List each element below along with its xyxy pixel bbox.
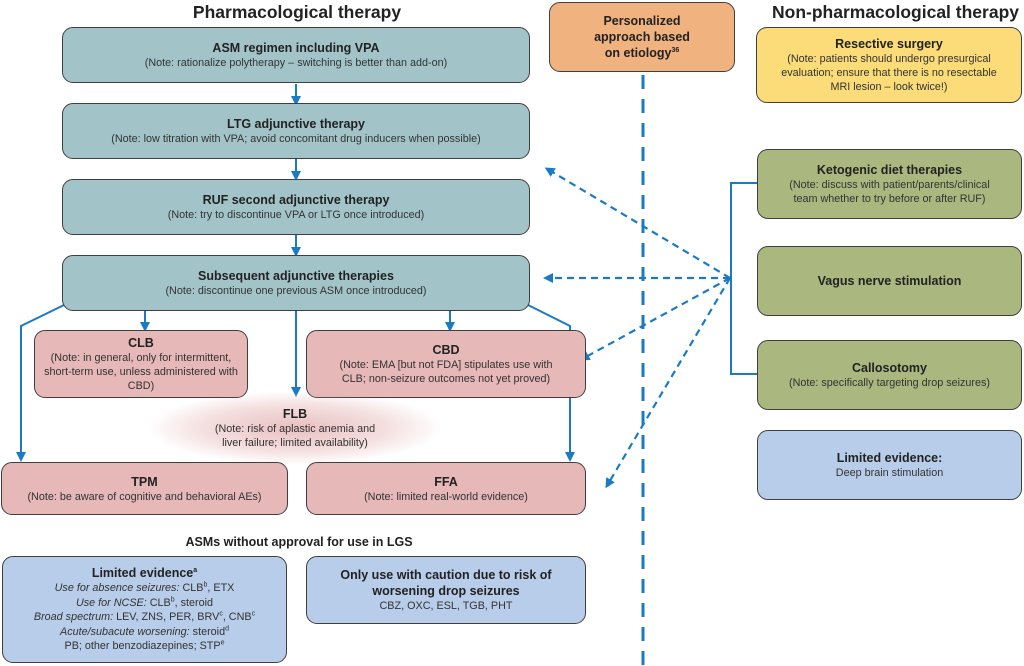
ketogenic-title: Ketogenic diet therapies: [816, 163, 963, 177]
cbd-note-line-2: CLB; non-seizure outcomes not yet proved…: [341, 373, 551, 385]
absence-rest: , ETX: [207, 582, 235, 595]
dbs-title: Limited evidence:: [836, 451, 943, 465]
caution-box: Only use with caution due to risk of wor…: [306, 556, 586, 624]
absence-seizures-line: Use for absence seizures: CLBb, ETX: [55, 581, 235, 596]
broad-spectrum-cnb: , CNB: [222, 611, 252, 624]
personalized-line-1: Personalized: [603, 14, 681, 28]
vns-box: Vagus nerve stimulation: [757, 246, 1022, 316]
acute-worsening-text: steroid: [189, 625, 226, 638]
acute-worsening-label: Acute/subacute worsening:: [60, 625, 190, 638]
personalized-etiology-text: on etiology: [604, 46, 672, 60]
flb-box: FLB (Note: risk of aplastic anemia and l…: [150, 392, 440, 464]
footnote-c: c: [251, 610, 256, 618]
asm-regimen-box: ASM regimen including VPA (Note: rationa…: [62, 27, 530, 83]
clb-title: CLB: [128, 336, 154, 350]
pb-line: PB; other benzodiazepines; STPe: [65, 639, 225, 654]
flb-note-line-1: (Note: risk of aplastic anemia and: [214, 423, 376, 435]
clb-note-line-1: (Note: in general, only for intermittent…: [50, 352, 232, 364]
cbd-box: CBD (Note: EMA [but not FDA] stipulates …: [306, 330, 586, 398]
callosotomy-box: Callosotomy (Note: specifically targetin…: [757, 340, 1022, 410]
vns-title: Vagus nerve stimulation: [817, 274, 962, 288]
ncse-clb: CLB: [146, 596, 171, 609]
ffa-title: FFA: [434, 474, 458, 489]
caution-title-line-1: Only use with caution due to risk of: [340, 568, 552, 582]
acute-worsening-line: Acute/subacute worsening: steroidd: [60, 625, 229, 640]
personalized-line-2: approach based: [594, 30, 690, 44]
dashed-arrow-to-ltg: [544, 167, 731, 279]
subsequent-title: Subsequent adjunctive therapies: [198, 269, 394, 283]
resective-note-line-1: (Note: patients should undergo presurgic…: [787, 53, 991, 65]
footnote-c: c: [219, 610, 223, 618]
ltg-title: LTG adjunctive therapy: [227, 117, 365, 131]
heading-pharmacological: Pharmacological therapy: [192, 2, 402, 22]
limited-evidence-asm-box: Limited evidencea Use for absence seizur…: [2, 556, 287, 663]
resective-surgery-box: Resective surgery (Note: patients should…: [756, 27, 1022, 103]
ffa-box: FFA (Note: limited real-world evidence): [306, 462, 586, 515]
ncse-line: Use for NCSE: CLBb, steroid: [76, 596, 213, 611]
asm-regimen-title: ASM regimen including VPA: [212, 41, 380, 55]
asm-regimen-note: (Note: rationalize polytherapy – switchi…: [144, 57, 448, 69]
pb-text: PB; other benzodiazepines; STP: [64, 640, 221, 653]
dashed-arrow-to-cbd: [579, 277, 731, 361]
subsequent-therapies-box: Subsequent adjunctive therapies (Note: d…: [62, 255, 530, 311]
caution-drugs: CBZ, OXC, ESL, TGB, PHT: [379, 600, 513, 612]
caution-title-line-2: worsening drop seizures: [372, 584, 520, 598]
footnote-b: b: [203, 581, 208, 589]
nonpharm-bracket-line: [730, 182, 757, 375]
resective-note-line-3: MRI lesion – look twice!): [830, 81, 948, 93]
absence-label: Use for absence seizures:: [54, 582, 180, 595]
tpm-note: (Note: be aware of cognitive and behavio…: [27, 490, 262, 503]
reference-superscript: 36: [671, 46, 680, 54]
ltg-note: (Note: low titration with VPA; avoid con…: [111, 133, 481, 145]
resective-note-line-2: evaluation; ensure that there is no rese…: [781, 67, 997, 79]
limited-evidence-title-text: Limited evidence: [91, 566, 194, 581]
resective-title: Resective surgery: [835, 37, 943, 51]
personalized-line-3: on etiology36: [605, 45, 679, 61]
personalized-approach-box: Personalized approach based on etiology3…: [549, 2, 735, 72]
dashed-arrow-to-ffa: [605, 277, 731, 489]
ncse-label: Use for NCSE:: [75, 596, 147, 609]
footnote-a: a: [193, 567, 198, 575]
ncse-rest: , steroid: [174, 596, 214, 609]
heading-non-pharmacological: Non-pharmacological therapy: [772, 2, 1019, 22]
ruf-title: RUF second adjunctive therapy: [202, 193, 390, 207]
cbd-note-line-1: (Note: EMA [but not FDA] stipulates use …: [339, 359, 553, 371]
cbd-title: CBD: [432, 343, 460, 357]
ketogenic-diet-box: Ketogenic diet therapies (Note: discuss …: [757, 149, 1022, 219]
heading-asms-without-approval: ASMs without approval for use in LGS: [185, 535, 413, 549]
footnote-e: e: [220, 639, 225, 647]
broad-spectrum-label: Broad spectrum:: [33, 611, 114, 624]
ketogenic-note-line-2: team whether to try before or after RUF): [793, 193, 986, 205]
footnote-d: d: [225, 625, 229, 633]
tpm-box: TPM (Note: be aware of cognitive and beh…: [1, 462, 288, 515]
flb-note-line-2: liver failure; limited availability): [222, 437, 368, 449]
clb-box: CLB (Note: in general, only for intermit…: [34, 330, 248, 398]
clb-note-line-2: short-term use, unless administered with…: [44, 366, 238, 392]
broad-spectrum-line: Broad spectrum: LEV, ZNS, PER, BRVc, CNB…: [34, 610, 255, 625]
callosotomy-title: Callosotomy: [851, 361, 927, 375]
ffa-note: (Note: limited real-world evidence): [364, 490, 528, 503]
dbs-note: Deep brain stimulation: [835, 467, 944, 479]
limited-evidence-title: Limited evidencea: [92, 565, 197, 581]
ketogenic-note-line-1: (Note: discuss with patient/parents/clin…: [789, 179, 990, 191]
footnote-b: b: [170, 596, 175, 604]
absence-clb: CLB: [179, 582, 204, 595]
ltg-box: LTG adjunctive therapy (Note: low titrat…: [62, 103, 530, 159]
ruf-note: (Note: try to discontinue VPA or LTG onc…: [167, 209, 425, 221]
deep-brain-stimulation-box: Limited evidence: Deep brain stimulation: [757, 430, 1022, 500]
subsequent-note: (Note: discontinue one previous ASM once…: [165, 285, 427, 297]
broad-spectrum-drugs: LEV, ZNS, PER, BRV: [113, 611, 220, 624]
ruf-box: RUF second adjunctive therapy (Note: try…: [62, 179, 530, 235]
tpm-title: TPM: [131, 474, 158, 489]
flb-title: FLB: [282, 407, 308, 421]
callosotomy-note: (Note: specifically targeting drop seizu…: [788, 377, 991, 389]
